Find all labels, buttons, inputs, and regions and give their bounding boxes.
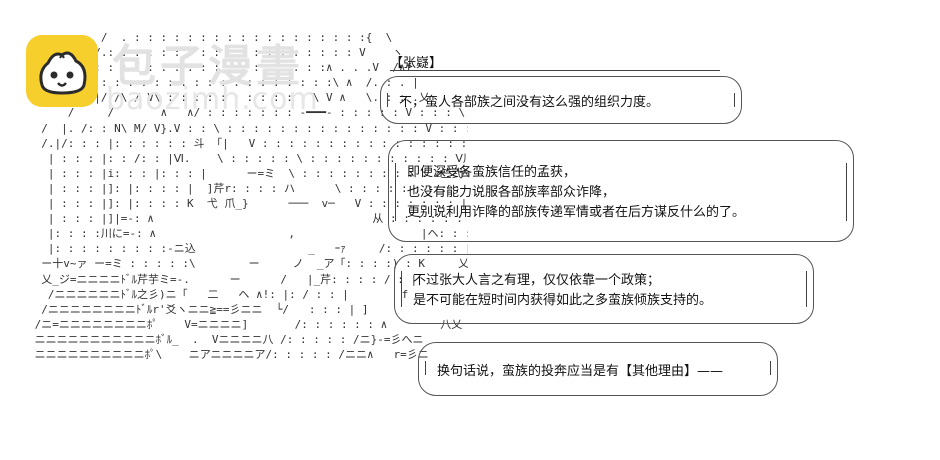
speech-bubble-2: 即便深受各蛮族信任的孟获， 也没有能力说服各部族率部众诈降， 更别说利用诈降的部… — [388, 140, 854, 242]
speech-bubble-4: 换句话说，蛮族的投奔应当是有【其他理由】—— — [418, 342, 778, 396]
ascii-art-line: /ニ=ニニニニニニニニﾎﾟ V=ニニニニ] /: : : : : : ∧ 八乂 — [28, 317, 463, 331]
ascii-art-line: / / /|/ /\ / V\ : : : : : : : : : : : \ … — [28, 91, 430, 105]
bubble-tick-right — [846, 163, 847, 221]
ascii-art-line: /ニニニニニニﾄﾞﾙ之彡)ニ「 二 ヘ ∧!: |: / : : | f — [28, 287, 409, 301]
bubble-text-line: 即便深受各蛮族信任的孟获， — [407, 165, 577, 180]
bubble-text-line: 也没有能力说服各部族率部众诈降， — [407, 185, 616, 200]
ascii-art-line: ニニニニニニニニニニニﾎﾞﾙ_ . Vニニニニ八 /: : : : : /ニ}-… — [28, 332, 424, 346]
ascii-art-line: ー十v~ァ ー=ミ : : : : :\ ー ノ _ア「: : : :) : K… — [28, 257, 468, 271]
ascii-art-line: /.: : : : : : : : : : : : : : : : : : : … — [28, 46, 404, 60]
bubble-tick-right — [806, 271, 807, 307]
ascii-art-line: /.|/: : : |: : : : : : 斗 「| V : : : : : … — [41, 136, 468, 150]
bun-face-icon — [39, 51, 87, 95]
bubble-tick-left — [395, 163, 396, 221]
speaker-name: 【张嶷】 — [390, 56, 443, 71]
bubble-text-line: 换句话说，蛮族的投奔应当是有【其他理由】—— — [437, 364, 724, 379]
ascii-art-line: | : : : |]: |: : : : | ]芹r: : : : ハ \ : … — [47, 181, 468, 195]
bubble-text-line: 不，蛮人各部族之间没有这么强的组织力度。 — [399, 95, 660, 110]
bubble-tick-left — [425, 361, 426, 375]
ascii-art-line: |: : : :川に=-: ∧ , |ヘ: : :/ — [28, 227, 468, 241]
watermark-url: baozimh.com — [106, 82, 319, 117]
bubble-text-line: 是不可能在短时间内获得如此之多蛮族倾族支持的。 — [413, 293, 713, 308]
bubble-tick-right — [734, 93, 735, 107]
ascii-art-line: | : : : |]: |: : : : K 弋 爪_} ─── v─ V : … — [47, 197, 468, 211]
ascii-art-character: / . : : : : : : : : : : : : : : : : : :{… — [28, 30, 468, 430]
bubble-tick-left — [387, 93, 388, 107]
ascii-art-line: | : : : |: : /: : |Ⅵ. \ : : : : : \ : : … — [28, 151, 468, 165]
bubble-text-line: 更别说利用诈降的部族传递军情或者在后方谋反什么的了。 — [407, 205, 746, 220]
bubble-tick-left — [401, 271, 402, 307]
ascii-art-line: |: : : : : : : : :-ニ込 _ ｰｧ /: : : : : : … — [28, 242, 468, 256]
ascii-art-line: ニニニニニニニニニニﾎﾟ\ ニアニニニニア/: : : : : /ニニ∧ r=彡… — [28, 347, 429, 361]
speaker-underline — [390, 70, 720, 71]
speech-bubble-3: 不过张大人言之有理，仅仅依靠一个政策； 是不可能在短时间内获得如此之多蛮族倾族支… — [394, 254, 814, 324]
ascii-art-line: | : : : |]|=-: ∧ 从 : : : : : : | : : : — [28, 212, 468, 226]
ascii-art-line: /ニニニニニニニニﾄﾞﾙr'爻ヽニニ≧==彡ニニ └/ : : : | ] — [28, 302, 369, 316]
bubble-tick-right — [770, 361, 771, 375]
ascii-art-line: / . : : : : : : : : : : : : : : : : : :{… — [28, 31, 393, 44]
speech-bubble-1: 不，蛮人各部族之间没有这么强的组织力度。 — [380, 76, 742, 124]
ascii-art-line: / |. /: : N\ M/ V}.V : : \ : : : : : : :… — [28, 121, 468, 135]
baozi-logo-icon — [26, 35, 98, 107]
bubble-text-line: 不过张大人言之有理，仅仅依靠一个政策； — [413, 273, 661, 288]
watermark-title: 包子漫畫 — [112, 41, 304, 92]
ascii-art-line: 乂_ジ=ニニニニﾄﾞﾙ芹芋ミ=-. ー / |_芹: : : : / : | — [28, 272, 418, 286]
ascii-art-line: | : : : |i: : : |: : : | ー=ミ \ : : : : :… — [47, 166, 468, 180]
